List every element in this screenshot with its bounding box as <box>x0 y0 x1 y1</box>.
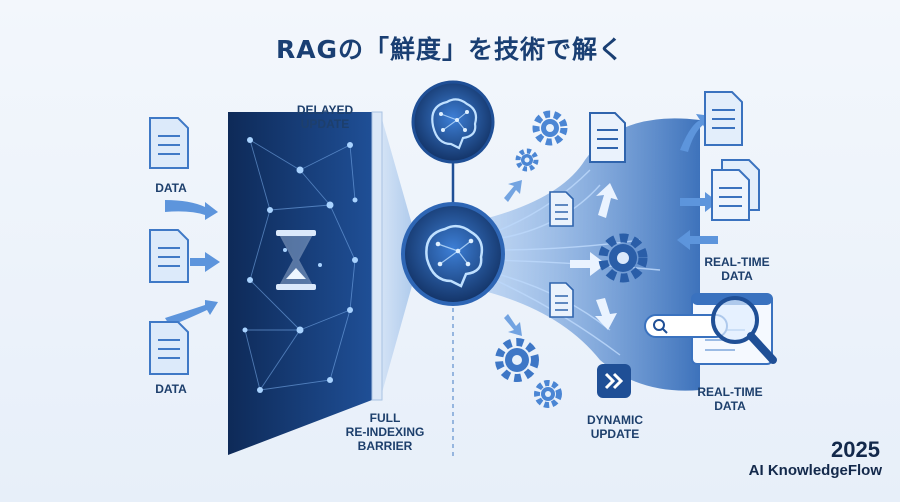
document-icon <box>149 229 189 283</box>
gear-icon <box>598 233 648 283</box>
document-icon <box>549 191 574 227</box>
realtime-top-line2: DATA <box>721 269 753 283</box>
realtime-data-label-bottom: REAL-TIME DATA <box>690 385 770 413</box>
document-icon <box>149 117 189 169</box>
full-reindexing-barrier-label: FULL RE-INDEXING BARRIER <box>325 411 445 453</box>
gear-icon <box>534 380 562 408</box>
full-line2: RE-INDEXING <box>345 425 425 439</box>
brand-year: 2025 <box>831 437 880 462</box>
fast-forward-icon <box>597 364 631 398</box>
barrier-pillar <box>371 111 383 401</box>
full-line3: BARRIER <box>357 439 413 453</box>
document-icon <box>704 91 743 146</box>
arrow-icon-group <box>570 183 618 330</box>
search-icon <box>711 296 777 364</box>
realtime-bottom-line2: DATA <box>714 399 746 413</box>
neural-network-wall <box>228 112 372 455</box>
realtime-data-label-top: REAL-TIME DATA <box>697 255 777 283</box>
document-icon <box>711 159 760 221</box>
delayed-update-label: DELAYED UPDATE <box>285 103 365 131</box>
realtime-bottom-line1: REAL-TIME <box>697 385 763 399</box>
delayed-update-line2: UPDATE <box>300 117 350 131</box>
document-icon <box>149 321 189 375</box>
document-icon <box>549 282 574 318</box>
dynamic-line2: UPDATE <box>590 427 640 441</box>
brand-name: AI KnowledgeFlow <box>748 462 882 479</box>
page-title: RAGの「鮮度」を技術で解く <box>275 35 625 64</box>
full-line1: FULL <box>369 411 401 425</box>
realtime-top-line1: REAL-TIME <box>704 255 770 269</box>
data-label-bottom: DATA <box>155 382 187 396</box>
dynamic-line1: DYNAMIC <box>587 413 643 427</box>
gear-icon <box>532 110 568 146</box>
arrow-icon-group <box>165 200 220 326</box>
document-icon <box>589 112 626 163</box>
brain-icon <box>411 80 495 164</box>
hourglass-icon <box>276 230 316 290</box>
brain-icon <box>401 202 505 306</box>
network-nodes <box>242 137 358 393</box>
dynamic-update-label: DYNAMIC UPDATE <box>575 413 655 441</box>
left-funnel <box>380 112 415 400</box>
gear-icon <box>495 338 539 382</box>
data-label-top: DATA <box>155 181 187 195</box>
delayed-update-line1: DELAYED <box>296 103 354 117</box>
network-links <box>244 139 356 391</box>
gear-icon <box>515 148 539 172</box>
